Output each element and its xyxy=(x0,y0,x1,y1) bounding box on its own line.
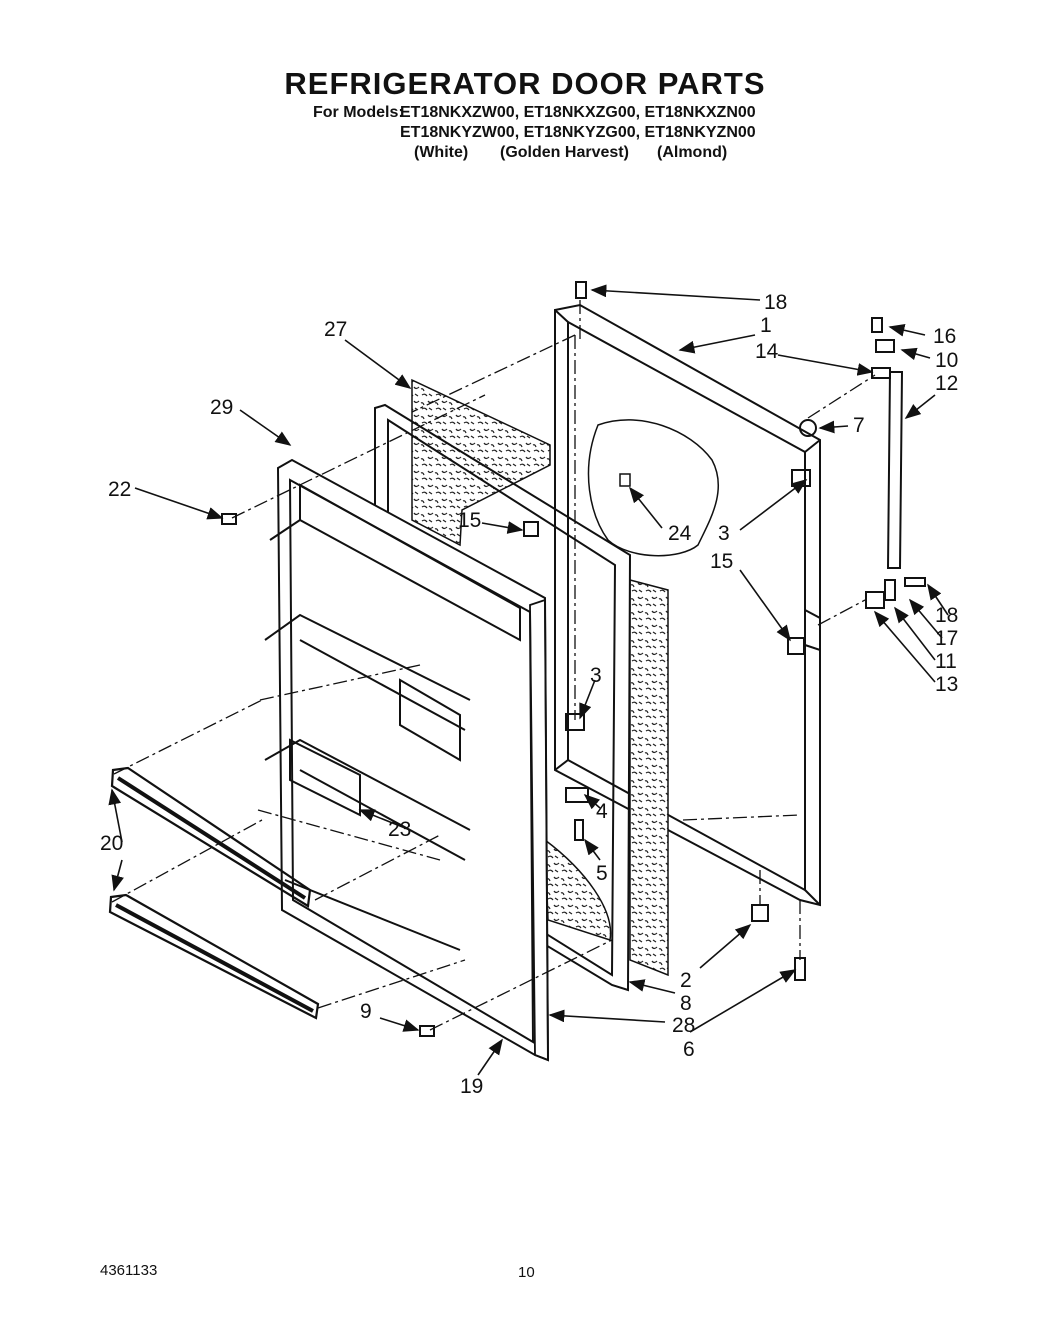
callout-17: 17 xyxy=(935,627,958,650)
callout-14: 14 xyxy=(755,340,779,363)
models-row-2: ET18NKYZW00, ET18NKYZG00, ET18NKYZN00 xyxy=(400,124,756,141)
callout-18: 18 xyxy=(935,604,958,627)
door-seal-strip xyxy=(529,598,549,1062)
hinge-rod xyxy=(886,371,904,569)
page-number: 10 xyxy=(518,1264,535,1281)
callout-10: 10 xyxy=(935,349,958,372)
callout-4: 4 xyxy=(596,800,608,823)
nut-2 xyxy=(751,904,769,922)
screw-5 xyxy=(574,819,584,841)
callout-29: 29 xyxy=(210,396,233,419)
insulation-27 xyxy=(411,378,551,547)
callout-9: 9 xyxy=(360,1000,372,1023)
screw-6-top xyxy=(575,281,587,299)
callout-15-mid: 15 xyxy=(458,509,481,532)
door-interior-cutaway xyxy=(587,419,720,557)
insulation-lower xyxy=(544,838,612,941)
color-almond: (Almond) xyxy=(657,144,728,161)
outer-door-panel xyxy=(554,303,821,907)
callout-13: 13 xyxy=(935,673,958,696)
inner-door-liner xyxy=(264,458,550,1062)
hinge-part-14 xyxy=(871,367,891,379)
bracket-15 xyxy=(787,637,805,655)
models-prefix: For Models: xyxy=(313,104,404,121)
small-clip-24 xyxy=(619,473,631,487)
callout-27: 27 xyxy=(324,318,347,341)
screw-22 xyxy=(221,513,237,525)
hinge-part-17 xyxy=(884,579,896,601)
callout-16: 16 xyxy=(933,325,956,348)
callout-28: 28 xyxy=(672,1014,695,1037)
callout-arrows xyxy=(108,284,949,1076)
callout-11: 11 xyxy=(935,650,957,673)
callout-20: 20 xyxy=(100,832,123,855)
callout-7: 7 xyxy=(853,414,865,437)
callout-3-right: 3 xyxy=(718,522,730,545)
cap-7 xyxy=(799,419,817,437)
callout-22: 22 xyxy=(108,478,131,501)
callout-15-right: 15 xyxy=(710,550,733,573)
callout-19: 19 xyxy=(460,1075,483,1098)
callout-23: 23 xyxy=(388,818,411,841)
callout-24: 24 xyxy=(668,522,692,545)
callout-3-left: 3 xyxy=(590,664,602,687)
document-number: 4361133 xyxy=(100,1262,158,1279)
hinge-part-11 xyxy=(865,591,885,609)
screw-16 xyxy=(871,317,883,333)
callout-5: 5 xyxy=(596,862,608,885)
models-row-1: ET18NKXZW00, ET18NKXZG00, ET18NKXZN00 xyxy=(400,104,756,121)
screw-6-bottom xyxy=(794,957,806,981)
callout-12: 12 xyxy=(935,372,958,395)
callout-6-top: 18 xyxy=(764,291,787,314)
hinge-part-10 xyxy=(875,339,895,353)
color-white: (White) xyxy=(414,144,469,161)
screw-18 xyxy=(904,577,926,587)
callout-1: 1 xyxy=(760,314,772,337)
clip-15-mid xyxy=(523,521,539,537)
page-title: REFRIGERATOR DOOR PARTS xyxy=(284,66,766,101)
color-golden-harvest: (Golden Harvest) xyxy=(500,144,629,161)
callout-8: 8 xyxy=(680,992,692,1015)
hinge-4 xyxy=(565,787,589,803)
callout-6-bottom: 6 xyxy=(683,1038,695,1061)
screw-9 xyxy=(419,1025,435,1037)
callout-2: 2 xyxy=(680,969,692,992)
alignment-lines xyxy=(111,300,876,1031)
insulation-right xyxy=(629,579,669,977)
